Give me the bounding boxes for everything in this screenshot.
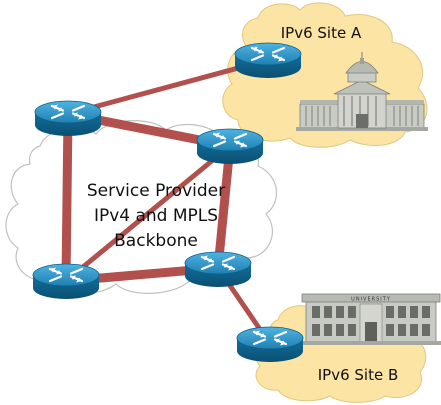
site-b-label: IPv6 Site B xyxy=(318,366,399,384)
router-icon-site-a[interactable] xyxy=(233,41,303,80)
router-icon-core-1[interactable] xyxy=(33,99,103,138)
router-icon-core-3[interactable] xyxy=(31,262,101,301)
site-a-label: IPv6 Site A xyxy=(281,24,362,42)
router-icon-core-4[interactable] xyxy=(183,250,253,289)
link-r2-r4 xyxy=(213,141,235,273)
backbone-label-line2: IPv4 and MPLS xyxy=(94,206,218,226)
link-r1-siteA xyxy=(65,57,271,117)
backbone-label-line1: Service Provider xyxy=(87,181,225,201)
university-building-icon: UNIVERSITY xyxy=(300,293,441,345)
router-icon-site-b[interactable] xyxy=(235,325,305,364)
capitol-building-icon xyxy=(296,52,428,131)
backbone-label-line3: Backbone xyxy=(114,231,198,251)
link-r1-r3 xyxy=(61,109,73,286)
router-icon-core-2[interactable] xyxy=(195,127,265,166)
link-r3-r2 xyxy=(63,143,233,284)
university-sign: UNIVERSITY xyxy=(351,297,391,303)
